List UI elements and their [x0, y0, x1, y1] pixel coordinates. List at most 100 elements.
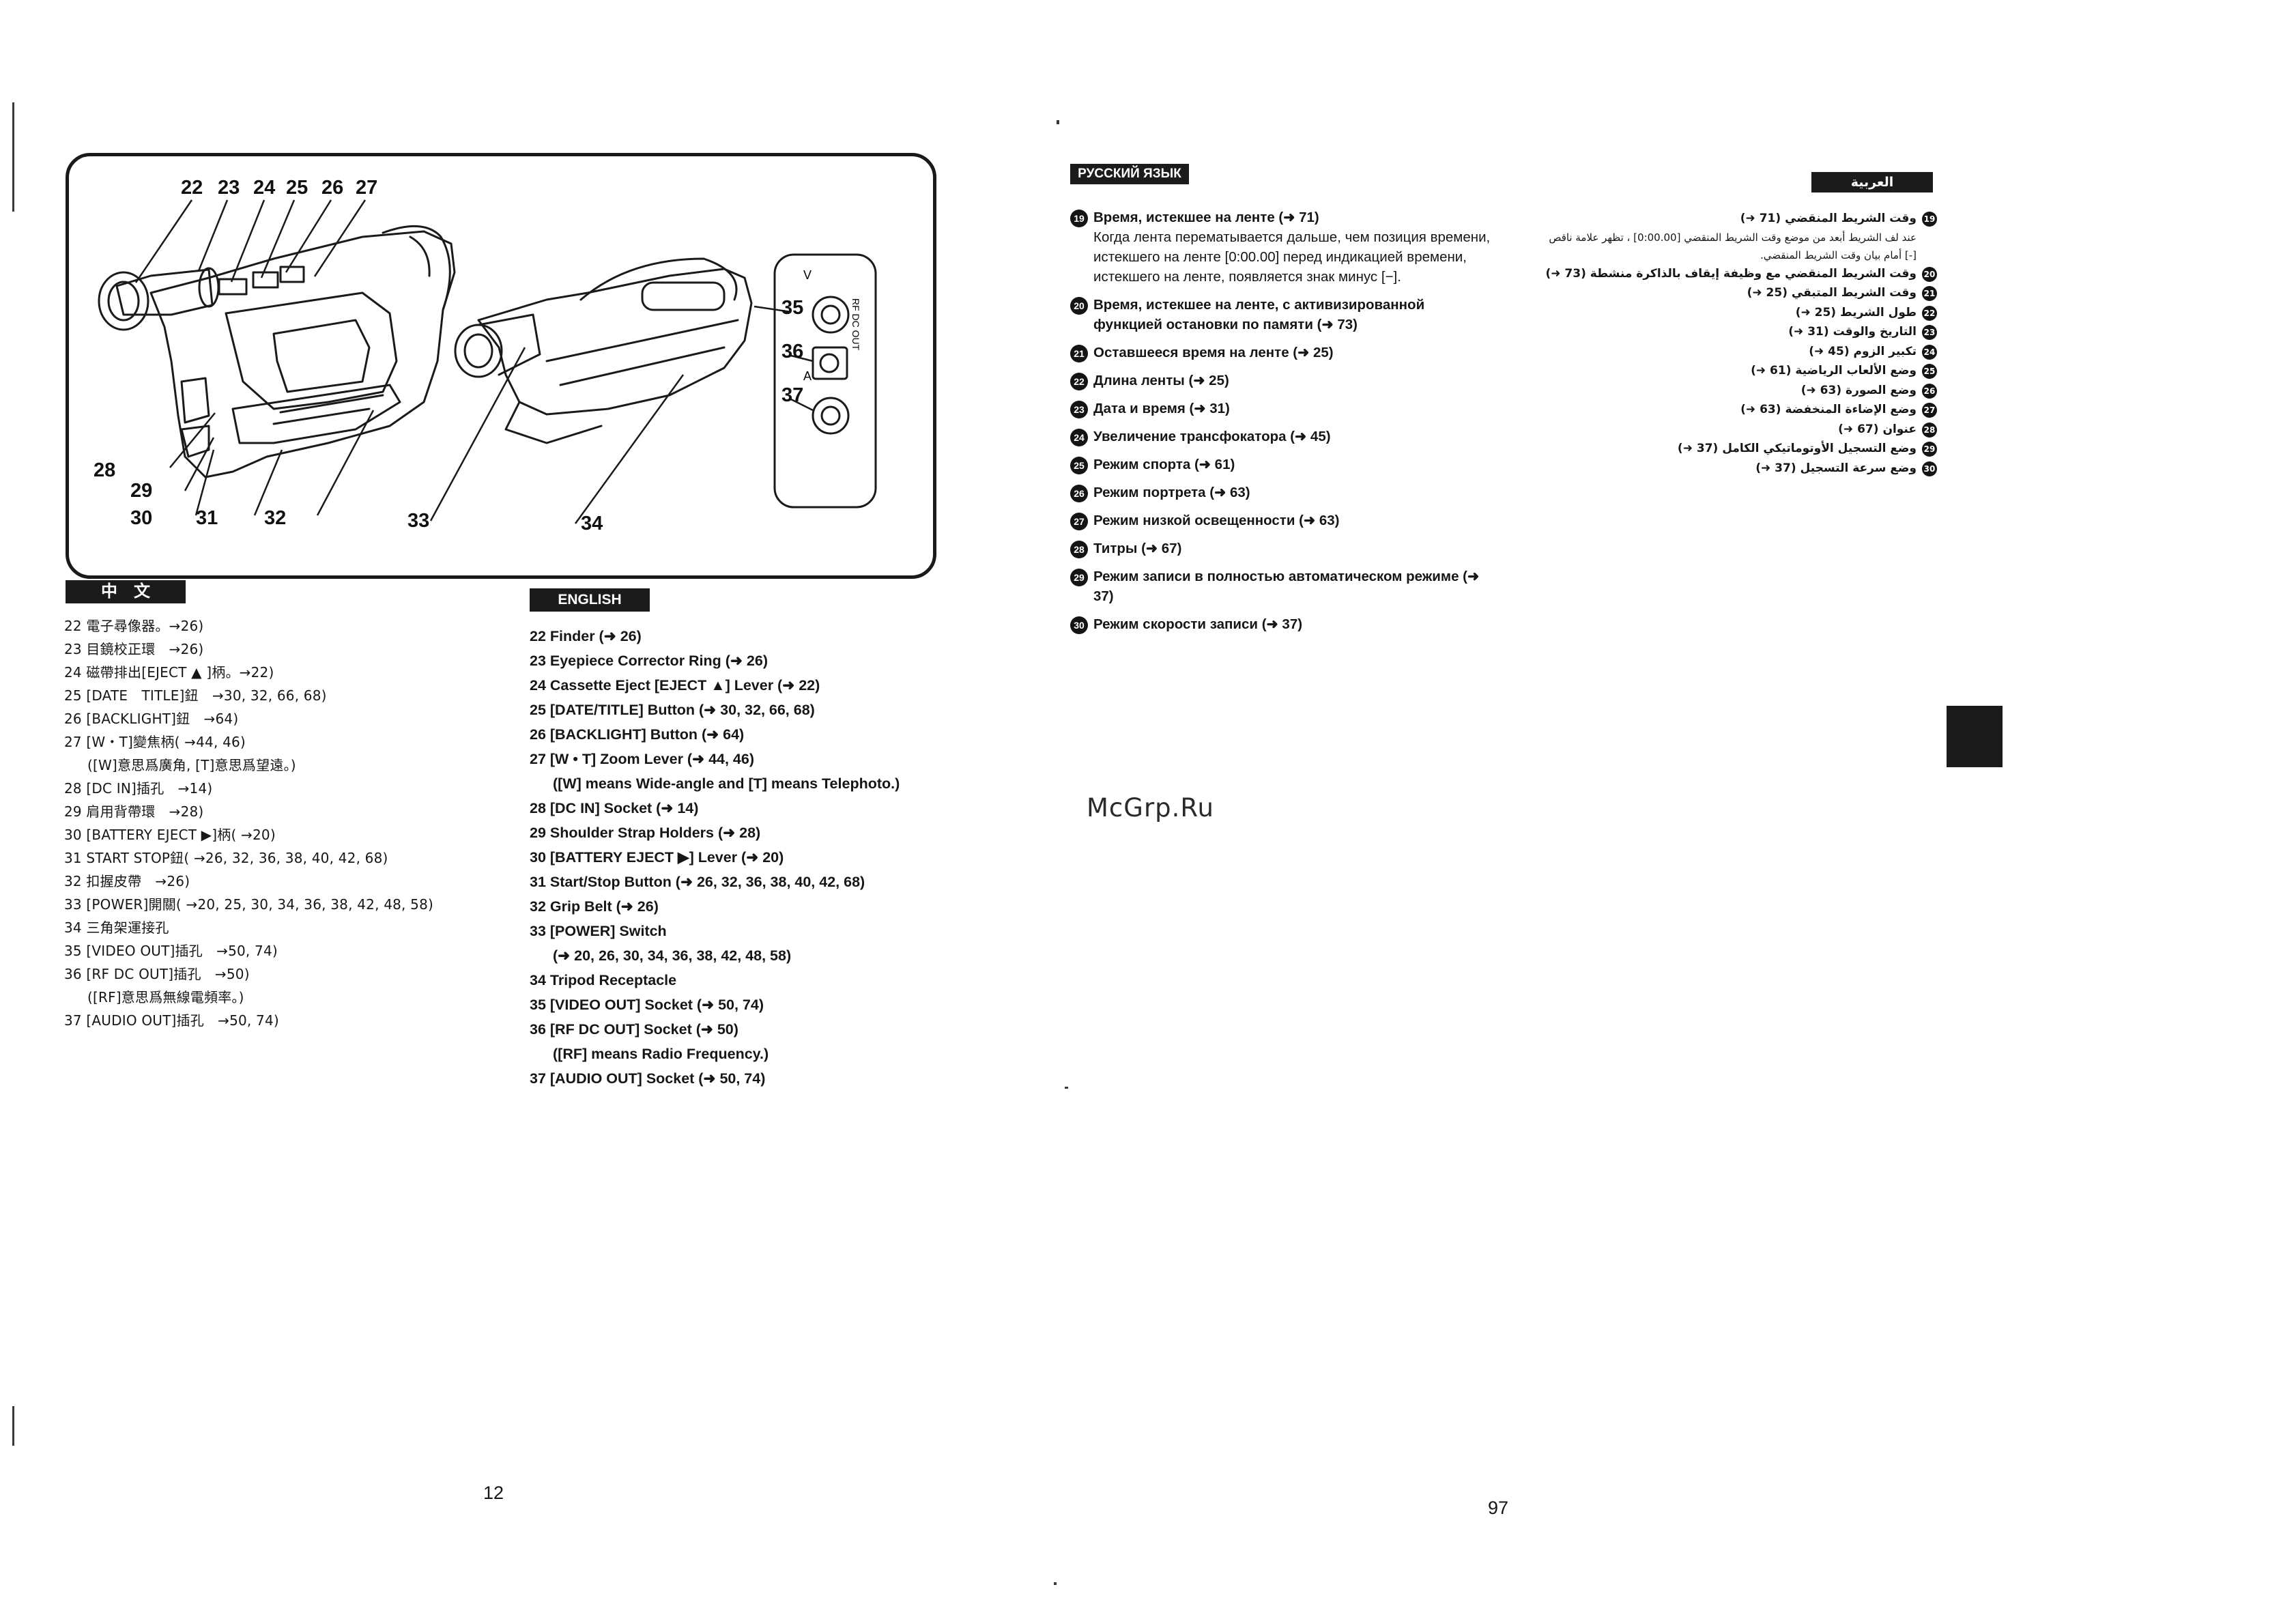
russian-item-title: Режим записи в полностью автоматическом …	[1093, 569, 1480, 604]
item-number-badge: 19	[1070, 210, 1088, 227]
english-item-note: ([W] means Wide-angle and [T] means Tele…	[553, 775, 900, 792]
english-item-note: (➜ 20, 26, 30, 34, 36, 38, 42, 48, 58)	[553, 947, 792, 964]
english-item: 26 [BACKLIGHT] Button (➜ 64)	[530, 726, 745, 743]
english-item: 29 Shoulder Strap Holders (➜ 28)	[530, 825, 761, 841]
callout-30: 30	[130, 507, 153, 529]
chinese-item: 37 [AUDIO OUT]插孔 →50, 74)	[64, 1012, 279, 1029]
chinese-item: 22 電子尋像器。→26)	[64, 618, 204, 634]
callout-37: 37	[781, 384, 804, 406]
russian-item-title: Режим спорта (➜ 61)	[1093, 457, 1235, 472]
arabic-item-title: وضع الصورة (63 ➜)	[1800, 383, 1917, 397]
callout-36: 36	[781, 341, 804, 362]
item-number-badge: 27	[1922, 403, 1937, 418]
arabic-item: 23 التاريخ والوقت (31 ➜)	[1536, 322, 1937, 342]
arabic-item-title: وضع سرعة التسجيل (37 ➜)	[1755, 461, 1917, 475]
english-item: 25 [DATE/TITLE] Button (➜ 30, 32, 66, 68…	[530, 702, 815, 718]
item-number-badge: 25	[1922, 364, 1937, 379]
russian-item-title: Увеличение трансфокатора (➜ 45)	[1093, 429, 1331, 444]
jack-label-audio: A	[803, 369, 812, 383]
arabic-item: 26 وضع الصورة (63 ➜)	[1536, 381, 1937, 401]
chinese-item: 28 [DC IN]插孔 →14)	[64, 780, 213, 797]
chinese-item: 23 目鏡校正環 →26)	[64, 641, 204, 657]
russian-item-title: Оставшееся время на ленте (➜ 25)	[1093, 345, 1334, 360]
arabic-item-title: وضع الإضاءة المنخفضة (63 ➜)	[1740, 403, 1917, 416]
arabic-item: 20 وقت الشريط المنقضي مع وظيفة إيقاف بال…	[1536, 264, 1937, 284]
item-number-badge: 28	[1922, 422, 1937, 438]
arabic-item-desc: عند لف الشريط أبعد من موضع وقت الشريط ال…	[1549, 231, 1917, 261]
russian-item-title: Время, истекшее на ленте, с активизирова…	[1093, 297, 1425, 332]
item-number-badge: 21	[1070, 345, 1088, 362]
english-item: 32 Grip Belt (➜ 26)	[530, 898, 659, 915]
arabic-item-title: تكبير الزوم (45 ➜)	[1809, 344, 1917, 358]
russian-item-title: Титры (➜ 67)	[1093, 541, 1182, 556]
callout-35: 35	[781, 297, 804, 319]
item-number-badge: 21	[1922, 286, 1937, 301]
russian-indicator-list: 19 Время, истекшее на ленте (➜ 71) Когда…	[1070, 208, 1493, 642]
russian-item-title: Длина ленты (➜ 25)	[1093, 373, 1229, 388]
russian-item-title: Режим низкой освещенности (➜ 63)	[1093, 513, 1340, 528]
item-number-badge: 19	[1922, 212, 1937, 227]
english-item: 37 [AUDIO OUT] Socket (➜ 50, 74)	[530, 1070, 766, 1087]
camcorder-illustration: V A RF DC OUT	[98, 199, 877, 524]
callout-33: 33	[407, 510, 430, 532]
russian-item: 27 Режим низкой освещенности (➜ 63)	[1070, 511, 1493, 530]
chinese-item: 26 [BACKLIGHT]鈕 →64)	[64, 711, 239, 727]
chinese-item: 35 [VIDEO OUT]插孔 →50, 74)	[64, 943, 278, 959]
callout-34: 34	[581, 513, 603, 534]
scan-edge-mark	[1065, 1087, 1068, 1089]
english-item: 34 Tripod Receptacle	[530, 972, 677, 988]
page-number-right: 97	[1488, 1498, 1509, 1518]
russian-item: 24 Увеличение трансфокатора (➜ 45)	[1070, 427, 1493, 446]
arabic-item: 21 وقت الشريط المتبقي (25 ➜)	[1536, 283, 1937, 303]
russian-item: 30 Режим скорости записи (➜ 37)	[1070, 614, 1493, 634]
english-item: 36 [RF DC OUT] Socket (➜ 50)	[530, 1021, 738, 1038]
arabic-item-title: طول الشريط (25 ➜)	[1795, 305, 1917, 319]
scan-edge-mark	[1054, 1582, 1057, 1585]
chinese-parts-list: 22 電子尋像器。→26) 23 目鏡校正環 →26) 24 磁帶排出[EJEC…	[64, 614, 487, 1032]
callout-28: 28	[94, 459, 116, 481]
russian-item-desc: Когда лента перематывается дальше, чем п…	[1093, 229, 1491, 285]
arabic-item: 19 وقت الشريط المنقضي (71 ➜) عند لف الشر…	[1536, 209, 1937, 264]
item-number-badge: 22	[1922, 305, 1937, 321]
callout-26: 26	[321, 177, 344, 199]
jack-label-video: V	[803, 268, 812, 282]
arabic-item-title: عنوان (67 ➜)	[1838, 422, 1917, 436]
jack-label-rf: RF DC OUT	[850, 298, 861, 351]
chinese-banner: 中 文	[66, 580, 186, 603]
arabic-item: 29 وضع التسجيل الأوتوماتيكي الكامل (37 ➜…	[1536, 439, 1937, 459]
item-number-badge: 29	[1070, 569, 1088, 586]
arabic-item: 27 وضع الإضاءة المنخفضة (63 ➜)	[1536, 400, 1937, 420]
arabic-item-title: وقت الشريط المنقضي (71 ➜)	[1740, 212, 1917, 225]
arabic-item-title: وقت الشريط المنقضي مع وظيفة إيقاف بالذاك…	[1545, 266, 1917, 281]
arabic-indicator-list: 19 وقت الشريط المنقضي (71 ➜) عند لف الشر…	[1536, 209, 1937, 478]
russian-item: 25 Режим спорта (➜ 61)	[1070, 455, 1493, 474]
arabic-item: 22 طول الشريط (25 ➜)	[1536, 303, 1937, 323]
chinese-item: 29 肩用背帶環 →28)	[64, 803, 204, 820]
arabic-item: 25 وضع الألعاب الرياضية (61 ➜)	[1536, 361, 1937, 381]
chinese-item: 36 [RF DC OUT]插孔 →50)	[64, 966, 250, 982]
russian-item: 26 Режим портрета (➜ 63)	[1070, 483, 1493, 502]
arabic-item: 24 تكبير الزوم (45 ➜)	[1536, 342, 1937, 362]
item-number-badge: 26	[1922, 383, 1937, 399]
russian-item: 22 Длина ленты (➜ 25)	[1070, 371, 1493, 390]
arabic-banner: العربية	[1811, 172, 1933, 192]
english-item: 24 Cassette Eject [EJECT ▲] Lever (➜ 22)	[530, 677, 820, 694]
chinese-item: 32 扣握皮帶 →26)	[64, 873, 190, 889]
english-item: 35 [VIDEO OUT] Socket (➜ 50, 74)	[530, 997, 764, 1013]
english-item: 30 [BATTERY EJECT ▶] Lever (➜ 20)	[530, 849, 784, 866]
english-parts-list: 22 Finder (➜ 26) 23 Eyepiece Corrector R…	[530, 624, 966, 1091]
camcorder-diagram: V A RF DC OUT 22 23 24 25 26 27 28 29 30…	[66, 153, 936, 579]
english-item: 31 Start/Stop Button (➜ 26, 32, 36, 38, …	[530, 874, 865, 890]
chinese-item: 33 [POWER]開關( →20, 25, 30, 34, 36, 38, 4…	[64, 896, 434, 913]
callout-24: 24	[253, 177, 276, 199]
scan-edge-mark	[12, 1406, 14, 1446]
item-number-badge: 20	[1070, 297, 1088, 315]
item-number-badge: 22	[1070, 373, 1088, 390]
item-number-badge: 30	[1922, 461, 1937, 476]
item-number-badge: 25	[1070, 457, 1088, 474]
arabic-item-title: وضع التسجيل الأوتوماتيكي الكامل (37 ➜)	[1677, 442, 1917, 455]
english-item: 28 [DC IN] Socket (➜ 14)	[530, 800, 699, 816]
chinese-item-note: ([RF]意思爲無線電頻率。)	[87, 989, 244, 1005]
watermark: McGrp.Ru	[1087, 793, 1214, 823]
russian-item-title: Дата и время (➜ 31)	[1093, 401, 1230, 416]
